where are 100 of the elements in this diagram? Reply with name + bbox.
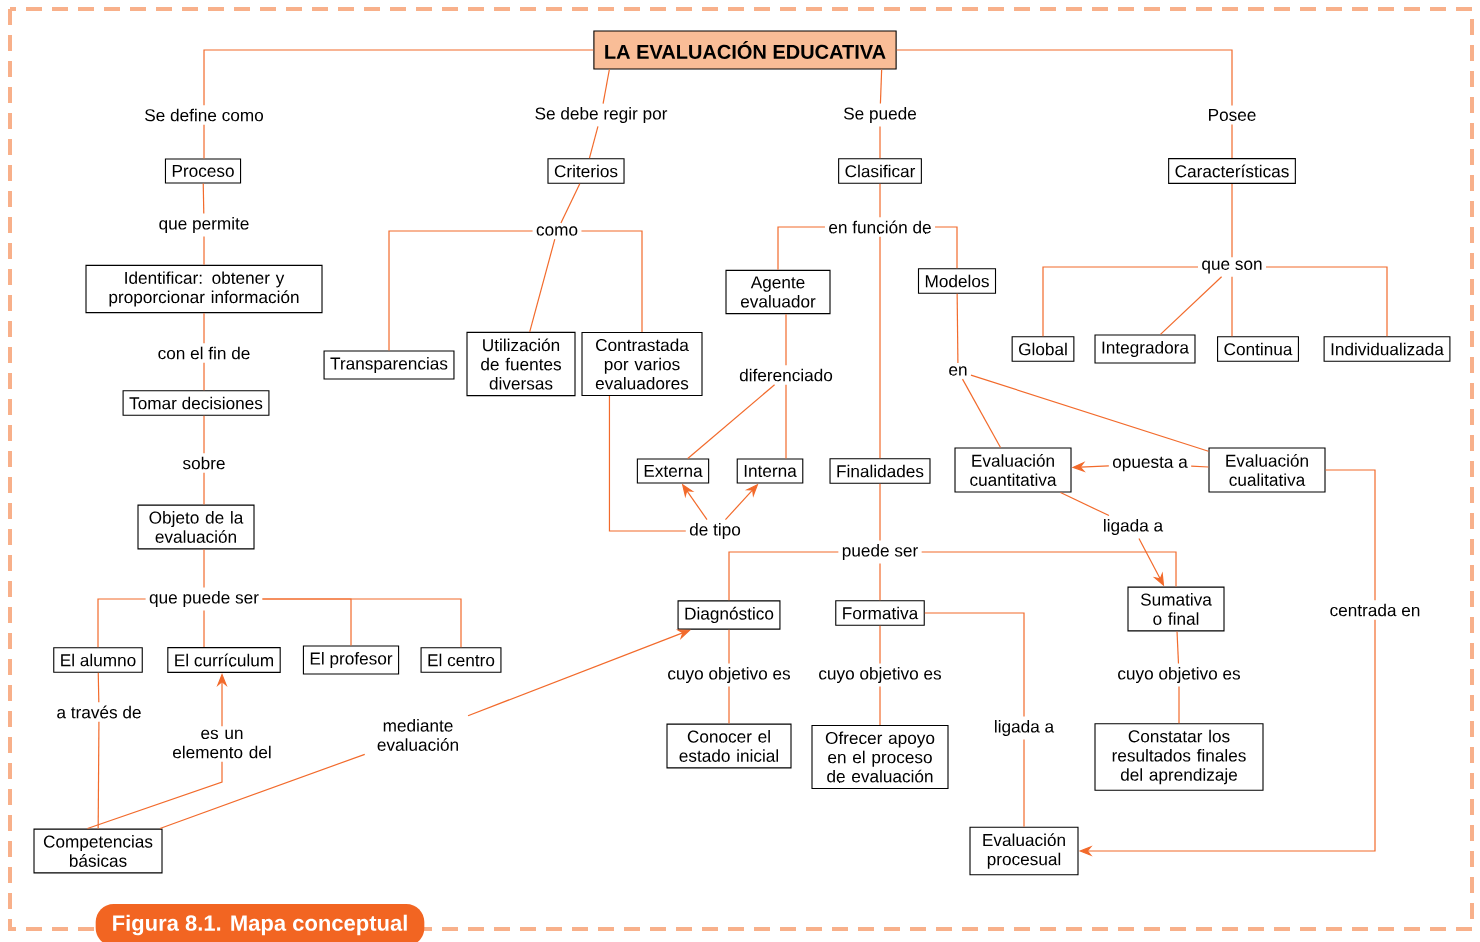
linking-phrase: que son [1198, 257, 1266, 277]
linking-phrase: como [532, 223, 582, 239]
connector [1231, 276, 1233, 337]
concept-box: Objeto de la evaluación [137, 504, 255, 550]
connector [1231, 123, 1233, 159]
connector [1042, 266, 1199, 337]
connector [97, 672, 100, 703]
linking-phrase: puede ser [838, 541, 922, 563]
connector [1059, 491, 1110, 517]
connector [687, 384, 776, 460]
concept-box: Utilización de fuentes diversas [466, 331, 576, 397]
linking-phrase: Se debe regir por [531, 104, 671, 126]
linking-phrase: que puede ser [146, 588, 262, 610]
linking-phrase: que permite [155, 214, 253, 236]
connector [1178, 685, 1180, 724]
connector [1023, 738, 1025, 828]
connector [580, 230, 643, 333]
concept-box: Contrastada por varios evaluadores [581, 331, 703, 397]
concept-box: Tomar decisiones [122, 390, 270, 416]
connector [1176, 630, 1180, 665]
connector [203, 548, 205, 589]
linking-phrase: Posee [1204, 106, 1260, 124]
linking-phrase: centrada en [1326, 600, 1424, 620]
connector [956, 293, 959, 364]
concept-box: Transparencias [323, 350, 455, 380]
connector [1159, 276, 1223, 336]
connector [608, 395, 687, 532]
linking-phrase: mediante evaluación [365, 716, 471, 754]
concept-box: Constatar los resultados finales del aprendizaje [1094, 723, 1264, 791]
arrow [467, 629, 691, 717]
linking-phrase: cuyo objetivo es [815, 664, 945, 686]
linking-phrase: ligada a [1099, 516, 1167, 538]
concept-box: Diagnóstico [677, 600, 781, 630]
linking-phrase: ligada a [990, 717, 1058, 739]
concept-box: Evaluación cuantitativa [954, 447, 1072, 493]
connector [728, 685, 730, 725]
connector [1190, 465, 1210, 468]
concept-box: Evaluación cualitativa [1208, 447, 1326, 493]
connector [879, 625, 881, 665]
concept-box: Competencias básicas [33, 828, 163, 874]
connector [602, 68, 610, 105]
connector [896, 49, 1233, 107]
concept-box: Conocer el estado inicial [666, 723, 792, 769]
linking-phrase: a través de [53, 702, 145, 722]
concept-box: Sumativa o final [1127, 586, 1225, 632]
caption: Figura 8.1. Mapa conceptual [95, 904, 425, 942]
concept-box: Finalidades [829, 458, 931, 484]
connector [777, 226, 826, 271]
connector [159, 753, 366, 830]
linking-phrase: sobre [179, 453, 229, 473]
concept-box: Formativa [835, 600, 925, 626]
connector [961, 378, 1002, 449]
linking-phrase: cuyo objetivo es [1114, 664, 1244, 686]
concept-box: Interna [736, 458, 804, 484]
concept-box: Agente evaluador [725, 269, 831, 315]
concept-box: El currículum [167, 647, 281, 673]
connector [86, 761, 223, 830]
connector [202, 182, 205, 215]
concept-box: El centro [420, 647, 502, 673]
concept-box: Externa [636, 458, 710, 484]
concept-box: Criterios [547, 158, 625, 184]
connector [97, 598, 147, 648]
connector [879, 68, 883, 105]
concept-box: Global [1011, 336, 1075, 362]
connector [879, 483, 881, 542]
connector [879, 125, 881, 159]
concept-box: Identificar: obtener y proporcionar información [85, 264, 323, 314]
connector [203, 362, 205, 391]
connector [879, 685, 881, 726]
concept-box: Evaluación procesual [969, 826, 1079, 876]
connector [203, 312, 205, 344]
concept-box: Continua [1217, 336, 1299, 362]
linking-phrase: de tipo [686, 520, 744, 542]
linking-phrase: con el fin de [154, 343, 254, 363]
connector [1324, 469, 1376, 601]
linking-phrase: Se define como [141, 105, 267, 125]
concept-box: Integradora [1094, 334, 1196, 364]
linking-phrase: opuesta a [1109, 453, 1191, 475]
connector [203, 124, 205, 160]
linking-phrase: en función de [825, 217, 935, 237]
connector [203, 415, 205, 454]
connector [785, 313, 787, 366]
title-box: LA EVALUACIÓN EDUCATIVA [593, 30, 897, 70]
connector [921, 551, 1177, 588]
connector [970, 374, 1210, 452]
linking-phrase: cuyo objetivo es [664, 664, 794, 686]
connector [203, 49, 594, 106]
concept-box: Individualizada [1323, 336, 1451, 362]
connector [203, 609, 205, 648]
connector [879, 562, 881, 601]
concept-box: Características [1168, 158, 1296, 184]
connector [97, 721, 100, 830]
concept-box: Clasificar [838, 158, 922, 184]
connector [934, 226, 958, 269]
connector [728, 629, 730, 665]
connector [588, 125, 599, 159]
connector [1231, 183, 1233, 258]
linking-phrase: diferenciado [736, 365, 836, 385]
linking-phrase: Se puede [840, 104, 920, 126]
concept-box: El alumno [53, 647, 143, 673]
